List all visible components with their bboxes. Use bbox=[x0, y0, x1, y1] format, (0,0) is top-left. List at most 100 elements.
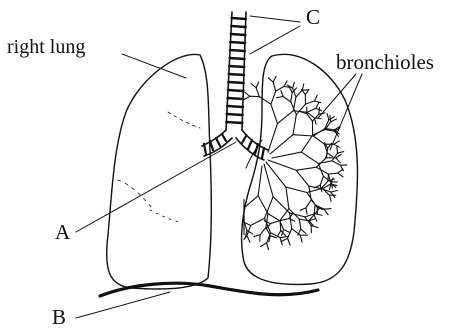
right-lung-lobe-line-2 bbox=[118, 180, 152, 208]
bronchus-ring bbox=[255, 144, 258, 154]
bronchiole-branch bbox=[271, 104, 278, 123]
bronchiole-branch bbox=[300, 208, 306, 211]
bronchiole-branch bbox=[268, 160, 296, 170]
bronchiole-branch bbox=[268, 124, 277, 152]
bronchiole-branch bbox=[305, 101, 314, 104]
right-lung-outline bbox=[107, 54, 212, 289]
bronchus-ring bbox=[248, 140, 252, 149]
bronchus-ring bbox=[204, 144, 206, 154]
bronchiole-branch bbox=[302, 84, 303, 90]
bronchiole-branch bbox=[256, 82, 259, 88]
trachea-ring bbox=[231, 34, 245, 35]
bronchiole-branch bbox=[320, 176, 323, 185]
trachea-right-wall bbox=[242, 12, 246, 130]
bronchiole-branch bbox=[283, 97, 291, 102]
label-c: C bbox=[306, 5, 320, 30]
bronchus-ring bbox=[222, 134, 226, 141]
bronchiole-branch bbox=[265, 197, 274, 218]
bronchiole-branch bbox=[337, 147, 338, 153]
bronchiole-branch bbox=[324, 209, 328, 215]
bronchiole-branch bbox=[281, 238, 287, 241]
bronchiole-branch bbox=[313, 130, 326, 135]
bronchiole-branch bbox=[327, 114, 329, 120]
right-lung-lobe-line-3 bbox=[150, 210, 180, 222]
bronchiole-branch bbox=[270, 220, 280, 223]
trachea-ring bbox=[227, 106, 243, 107]
bronchiole-branch bbox=[268, 78, 273, 82]
diaphragm bbox=[100, 283, 318, 296]
bronchiole-branch bbox=[284, 81, 287, 87]
trachea-ring bbox=[231, 26, 245, 27]
label-bronchioles: bronchioles bbox=[336, 50, 434, 75]
bronchiole-branch bbox=[319, 108, 320, 114]
bronchus-ring bbox=[262, 148, 264, 158]
bronchiole-branch bbox=[296, 167, 316, 170]
bronchiole-branch bbox=[272, 152, 301, 158]
trachea-ring bbox=[228, 98, 243, 99]
bronchiole-branch bbox=[291, 93, 292, 102]
bronchiole-branch bbox=[300, 235, 302, 242]
bronchiole-branch bbox=[301, 135, 312, 152]
bronchiole-branch bbox=[270, 236, 276, 238]
bronchiole-branch bbox=[277, 97, 283, 98]
bronchiole-branch bbox=[328, 174, 329, 181]
bronchiole-branch bbox=[258, 166, 262, 196]
bronchiole-branch bbox=[245, 92, 250, 96]
trachea-ring bbox=[230, 50, 245, 51]
trachea-ring bbox=[232, 18, 246, 19]
bronchus-ring bbox=[242, 136, 246, 143]
trachea-ring bbox=[226, 122, 242, 123]
bronchiole-branch bbox=[301, 229, 306, 233]
bronchiole-branch bbox=[258, 196, 268, 214]
bronchiole-branch bbox=[251, 218, 265, 225]
bronchiole-branch bbox=[334, 141, 340, 144]
trachea-ring bbox=[230, 58, 245, 59]
bronchiole-branch bbox=[271, 91, 276, 104]
bronchiole-branch bbox=[336, 158, 340, 163]
bronchiole-branch bbox=[329, 195, 331, 201]
trachea-ring bbox=[228, 82, 243, 83]
bronchiole-branch bbox=[330, 115, 331, 121]
right-bronchus-upper bbox=[202, 130, 226, 146]
bronchiole-branch bbox=[307, 192, 315, 204]
bronchiole-branch bbox=[273, 82, 276, 91]
bronchiole-branch bbox=[251, 84, 256, 88]
bronchiole-branch bbox=[286, 187, 289, 209]
bronchiole-branch bbox=[284, 229, 290, 232]
leader-a bbox=[76, 142, 236, 232]
bronchiole-branch bbox=[314, 215, 317, 221]
bronchiole-branch bbox=[311, 226, 318, 228]
bronchiole-branch bbox=[296, 90, 302, 97]
bronchiole-branch bbox=[293, 115, 296, 135]
bronchiole-branch bbox=[281, 90, 283, 96]
leader-c-lower bbox=[250, 26, 300, 54]
leader-b bbox=[76, 292, 170, 318]
bronchiole-branch bbox=[293, 82, 295, 88]
bronchiole-branch bbox=[306, 208, 307, 214]
trachea-left-wall bbox=[226, 12, 232, 130]
bronchiole-branch bbox=[247, 236, 250, 243]
bronchiole-branch bbox=[288, 229, 292, 239]
label-b: B bbox=[52, 305, 66, 330]
bronchiole-branch bbox=[267, 243, 269, 250]
bronchiole-branch bbox=[256, 88, 259, 97]
bronchiole-branch bbox=[338, 173, 343, 177]
bronchiole-branch bbox=[244, 96, 250, 99]
bronchiole-branch bbox=[338, 169, 343, 173]
bronchiole-branch bbox=[270, 135, 293, 154]
trachea-ring bbox=[227, 114, 243, 115]
bronchiole-branch bbox=[324, 209, 331, 210]
bronchiole-branch bbox=[331, 190, 338, 192]
bronchiole-branch bbox=[286, 187, 307, 192]
bronchiole-branch bbox=[260, 227, 266, 234]
bronchiole-branch bbox=[273, 76, 276, 82]
bronchiole-branch bbox=[277, 111, 293, 124]
bronchus-ring bbox=[216, 138, 220, 146]
bronchiole-branch bbox=[307, 108, 316, 112]
bronchiole-branch bbox=[316, 103, 319, 109]
trachea-ring bbox=[228, 90, 243, 91]
bronchiole-branch bbox=[296, 170, 309, 186]
leader-c-upper bbox=[250, 16, 300, 22]
trachea-ring bbox=[230, 42, 245, 43]
